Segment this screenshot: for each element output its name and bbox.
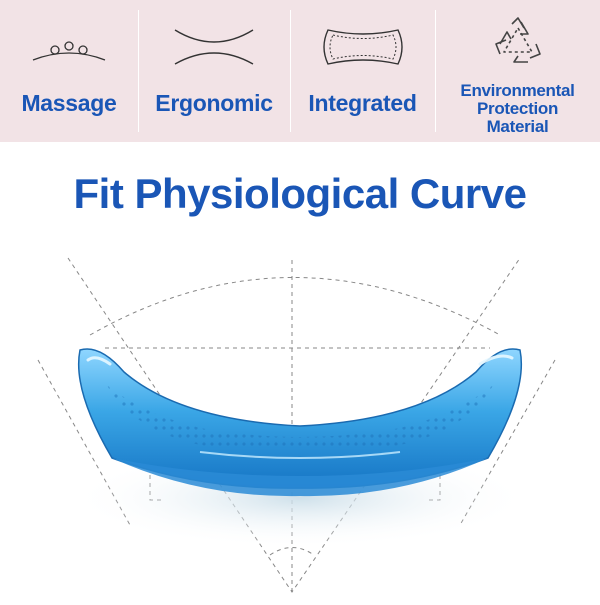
recycle-icon: [490, 8, 546, 70]
product-illustration: [0, 240, 600, 600]
gel-ring: [77, 348, 523, 497]
feature-bar: Massage Ergonomic Integrated: [0, 0, 600, 142]
feature-massage: Massage: [0, 0, 138, 142]
feature-ergonomic: Ergonomic: [138, 0, 290, 142]
massage-bumps-icon: [29, 8, 109, 70]
feature-label-massage: Massage: [21, 90, 117, 116]
headline: Fit Physiological Curve: [73, 170, 527, 217]
integrated-pad-icon: [318, 8, 408, 70]
feature-label-ergonomic: Ergonomic: [155, 90, 273, 116]
feature-label-integrated: Integrated: [308, 90, 417, 116]
feature-integrated: Integrated: [290, 0, 435, 142]
ergonomic-curve-icon: [169, 8, 259, 70]
